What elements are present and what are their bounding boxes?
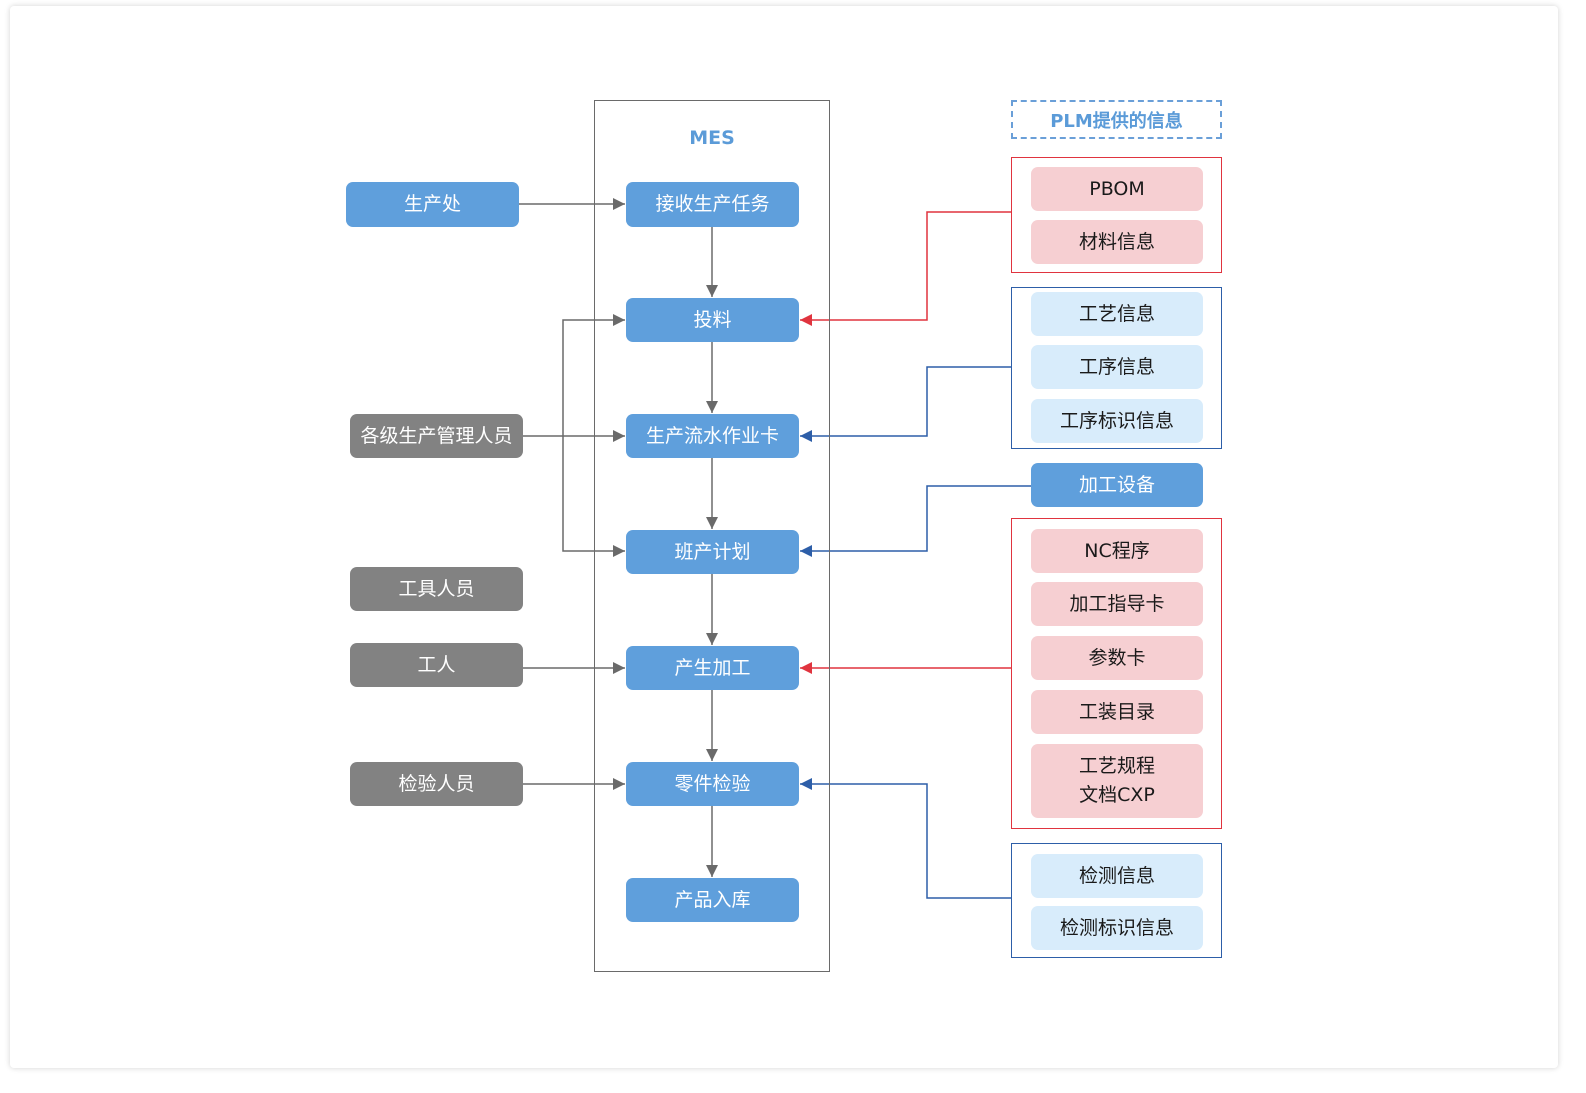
plm-group-machining [1011, 518, 1222, 829]
step-warehousing: 产品入库 [626, 878, 799, 922]
connector-material-to-feeding [800, 211, 1011, 326]
plm-item-tooling-catalog: 工装目录 [1031, 690, 1203, 734]
step-shift-plan: 班产计划 [626, 530, 799, 574]
plm-item-inspection-id-info: 检测标识信息 [1031, 906, 1203, 950]
step-inspection: 零件检验 [626, 762, 799, 806]
plm-group-material [1011, 157, 1222, 273]
step-receive-task: 接收生产任务 [626, 182, 799, 227]
actor-managers: 各级生产管理人员 [350, 414, 523, 458]
plm-item-parameter-card: 参数卡 [1031, 636, 1203, 680]
plm-group-inspection [1011, 843, 1222, 958]
connector-equipment-to-plan [800, 485, 1031, 557]
connector-process-to-worksheet [800, 366, 1011, 442]
plm-title: PLM提供的信息 [1011, 100, 1222, 139]
plm-item-craft-info: 工艺信息 [1031, 292, 1203, 336]
connector-managers-plan [562, 436, 625, 557]
mes-title: MES [689, 127, 735, 149]
step-worksheet: 生产流水作业卡 [626, 414, 799, 458]
actor-tool-staff: 工具人员 [350, 567, 523, 611]
step-feeding: 投料 [626, 298, 799, 342]
actor-production-office: 生产处 [346, 182, 519, 227]
plm-item-material-info: 材料信息 [1031, 220, 1203, 264]
plm-item-nc-program: NC程序 [1031, 529, 1203, 573]
plm-item-operation-id-info: 工序标识信息 [1031, 399, 1203, 443]
mes-container [594, 100, 830, 972]
actor-inspectors: 检验人员 [350, 762, 523, 806]
plm-item-operation-info: 工序信息 [1031, 345, 1203, 389]
plm-item-machining-guide: 加工指导卡 [1031, 582, 1203, 626]
plm-group-process [1011, 287, 1222, 449]
actor-workers: 工人 [350, 643, 523, 687]
plm-item-equipment: 加工设备 [1031, 463, 1203, 507]
connector-inspection-to-check [800, 778, 1011, 899]
step-processing: 产生加工 [626, 646, 799, 690]
connector-managers-feeding [562, 314, 625, 436]
plm-item-inspection-info: 检测信息 [1031, 854, 1203, 898]
plm-item-pbom: PBOM [1031, 167, 1203, 211]
plm-item-process-spec-doc: 工艺规程 文档CXP [1031, 744, 1203, 818]
